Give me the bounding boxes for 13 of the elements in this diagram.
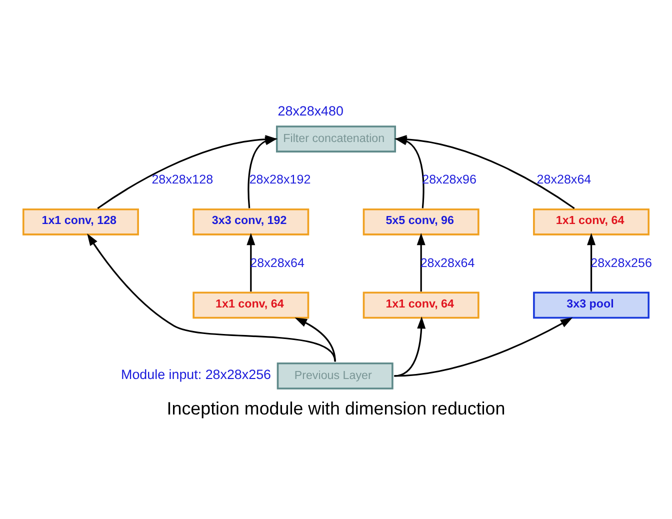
arrow — [294, 318, 336, 362]
node-label: Module input: 28x28x256 — [121, 367, 272, 382]
edge-label: 28x28x192 — [249, 172, 311, 187]
arrow — [87, 234, 336, 362]
arrow — [248, 136, 278, 208]
edge-label: 28x28x128 — [152, 172, 214, 187]
arrow — [587, 232, 596, 292]
arrow — [394, 318, 573, 377]
node-label: 28x28x480 — [278, 104, 344, 119]
arrow — [246, 232, 256, 292]
caption: Inception module with dimension reduction — [166, 398, 506, 418]
edge-label: 28x28x64 — [536, 172, 592, 187]
arrow — [416, 232, 426, 292]
